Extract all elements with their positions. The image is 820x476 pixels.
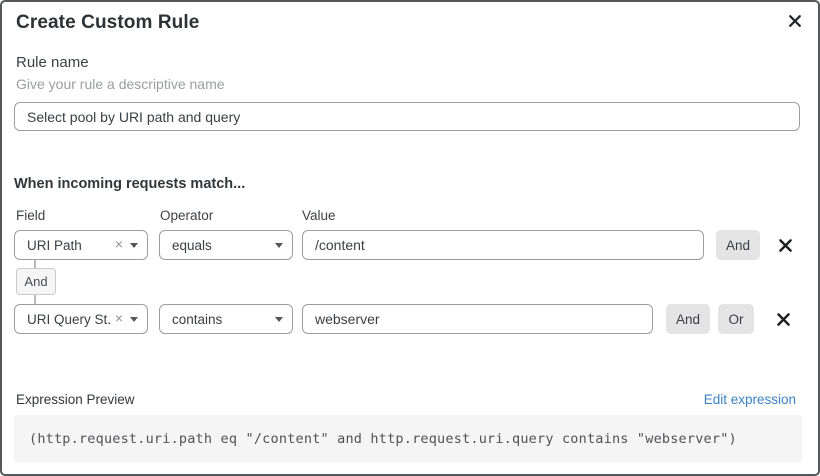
page-title: Create Custom Rule [16,12,200,33]
or-button-row2[interactable]: Or [718,304,754,334]
rule-name-hint: Give your rule a descriptive name [16,76,225,92]
close-button[interactable] [784,10,806,32]
rule-name-input[interactable] [14,102,800,131]
field-select-row2[interactable]: URI Query St... × [14,304,148,334]
operator-select-row1-value: equals [172,237,212,253]
delete-row1-button[interactable] [773,233,797,257]
edit-expression-link[interactable]: Edit expression [703,392,796,407]
value-input-row1[interactable] [302,230,704,260]
connector-line [34,295,36,304]
match-section-heading: When incoming requests match... [14,176,246,192]
value-input-row2[interactable] [302,304,653,334]
row-connector-badge: And [16,268,56,295]
and-button-row1[interactable]: And [716,230,760,260]
field-select-row1-value: URI Path [27,237,82,253]
expression-text: (http.request.uri.path eq "/content" and… [29,431,737,447]
chevron-down-icon [130,243,138,248]
close-icon [788,14,802,28]
clear-selection-icon[interactable]: × [114,236,123,252]
operator-select-row1[interactable]: equals [159,230,293,260]
field-column-label: Field [16,208,46,223]
operator-select-row2-value: contains [172,311,223,327]
connector-line [34,260,36,268]
delete-row2-button[interactable] [771,307,795,331]
expression-preview-box: (http.request.uri.path eq "/content" and… [14,415,802,463]
expression-preview-label: Expression Preview [16,392,135,407]
rule-name-label: Rule name [16,54,89,71]
and-button-row2[interactable]: And [666,304,710,334]
operator-select-row2[interactable]: contains [159,304,293,334]
operator-column-label: Operator [160,208,214,223]
clear-selection-icon[interactable]: × [114,310,123,326]
field-select-row1[interactable]: URI Path × [14,230,148,260]
delete-icon [778,238,793,253]
value-column-label: Value [302,208,336,223]
chevron-down-icon [275,243,283,248]
chevron-down-icon [130,317,138,322]
field-select-row2-value: URI Query St... [27,311,111,327]
chevron-down-icon [275,317,283,322]
delete-icon [776,312,791,327]
